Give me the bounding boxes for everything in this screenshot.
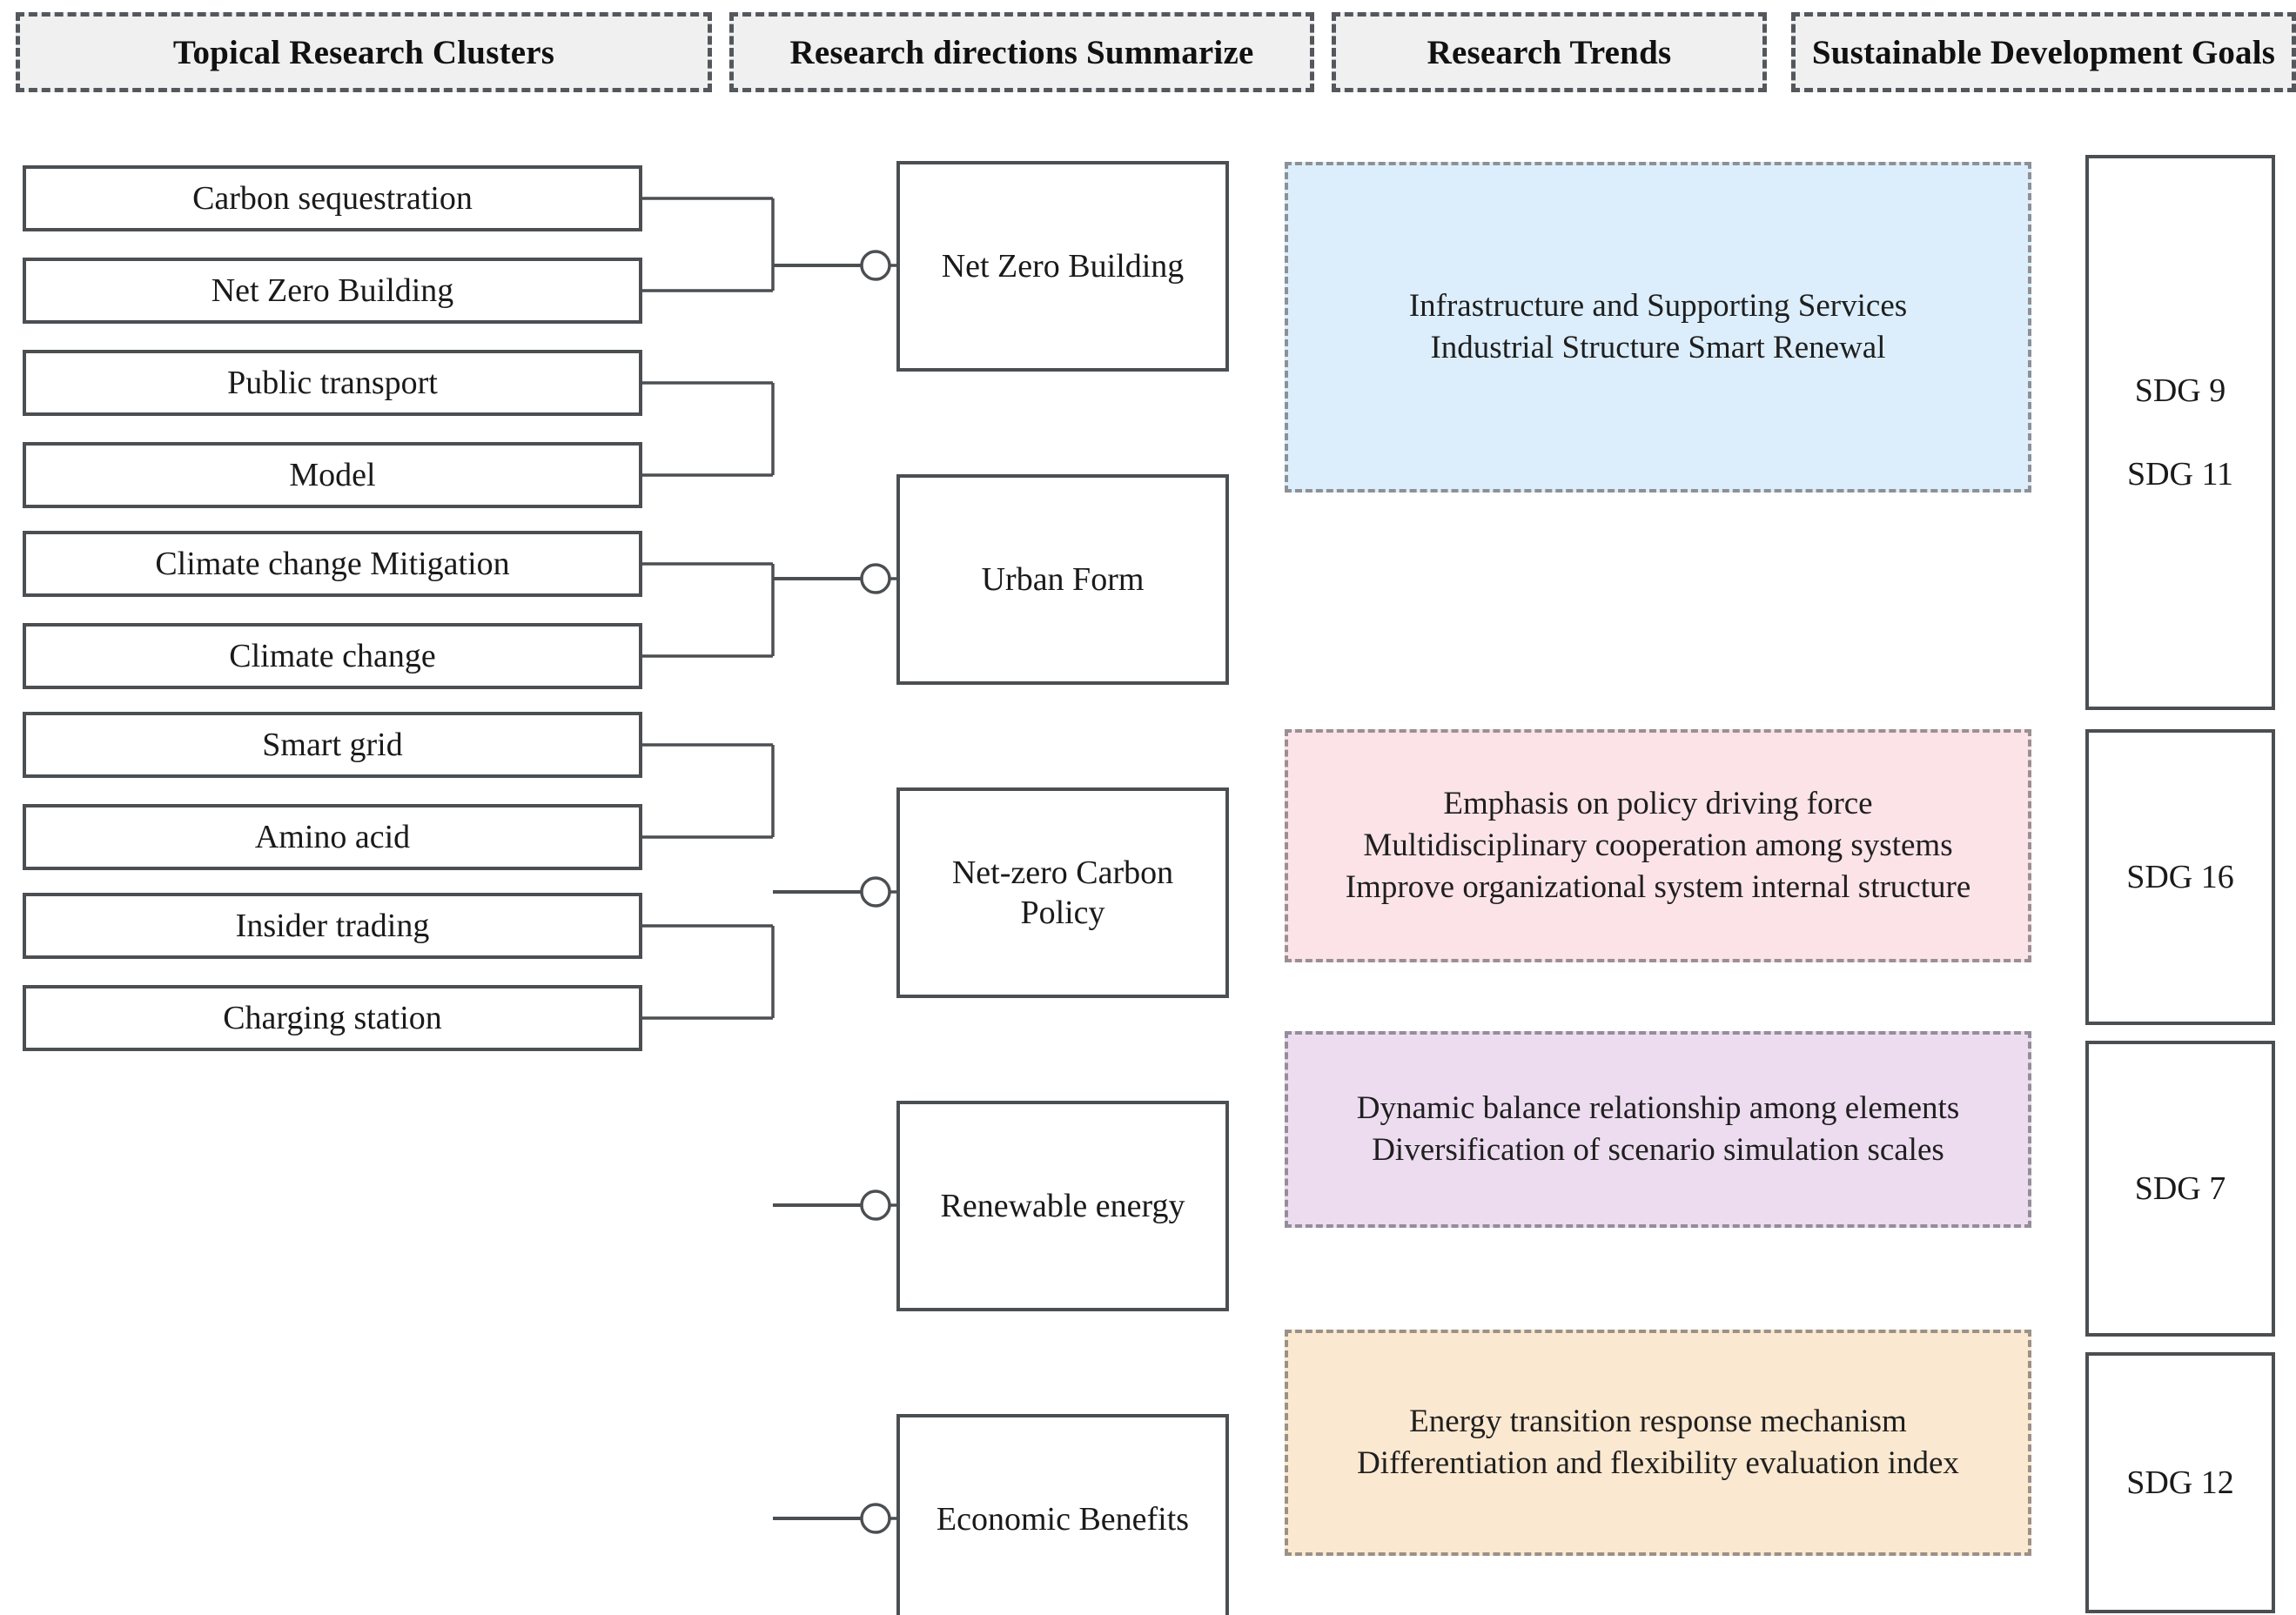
cluster-box[interactable]: Smart grid xyxy=(23,712,642,778)
cluster-box[interactable]: Charging station xyxy=(23,985,642,1051)
sdg-box[interactable]: SDG 16 xyxy=(2085,729,2275,1025)
trend-box[interactable]: Dynamic balance relationship among eleme… xyxy=(1285,1031,2031,1228)
trend-box[interactable]: Infrastructure and Supporting Services I… xyxy=(1285,162,2031,493)
cluster-label: Public transport xyxy=(227,365,438,401)
direction-label: Net-zero Carbon Policy xyxy=(951,854,1174,931)
column-header-label: Topical Research Clusters xyxy=(172,33,555,71)
cluster-label: Climate change xyxy=(229,638,436,674)
sdg-box[interactable]: SDG 12 xyxy=(2085,1352,2275,1613)
direction-box[interactable]: Net-zero Carbon Policy xyxy=(896,787,1229,998)
direction-label: Urban Form xyxy=(981,560,1145,598)
sdg-label: SDG 7 xyxy=(2134,1170,2226,1207)
trend-text: Emphasis on policy driving force Multidi… xyxy=(1345,785,1971,906)
column-header-research-trends: Research Trends xyxy=(1332,12,1767,92)
trend-text: Dynamic balance relationship among eleme… xyxy=(1356,1089,1960,1168)
cluster-box[interactable]: Climate change xyxy=(23,623,642,689)
column-header-topical-research-clusters: Topical Research Clusters xyxy=(16,12,712,92)
cluster-label: Climate change Mitigation xyxy=(155,546,510,582)
direction-box[interactable]: Economic Benefits xyxy=(896,1414,1229,1615)
column-header-label: Sustainable Development Goals xyxy=(1811,33,2276,71)
cluster-label: Charging station xyxy=(223,1000,442,1036)
cluster-box[interactable]: Climate change Mitigation xyxy=(23,531,642,597)
cluster-box[interactable]: Amino acid xyxy=(23,804,642,870)
direction-box[interactable]: Net Zero Building xyxy=(896,161,1229,372)
direction-box[interactable]: Renewable energy xyxy=(896,1101,1229,1311)
direction-label: Economic Benefits xyxy=(936,1500,1190,1538)
sdg-label: SDG 11 xyxy=(2126,456,2234,493)
sdg-label: SDG 12 xyxy=(2126,1464,2234,1501)
cluster-box[interactable]: Carbon sequestration xyxy=(23,165,642,231)
trend-box[interactable]: Emphasis on policy driving force Multidi… xyxy=(1285,729,2031,962)
trend-text: Energy transition response mechanism Dif… xyxy=(1357,1403,1959,1481)
trend-text: Infrastructure and Supporting Services I… xyxy=(1408,287,1908,365)
sdg-label: SDG 9 xyxy=(2134,372,2226,409)
column-header-label: Research Trends xyxy=(1427,33,1672,71)
sdg-box[interactable]: SDG 7 xyxy=(2085,1041,2275,1337)
cluster-label: Insider trading xyxy=(235,908,430,944)
column-header-research-directions-summarize: Research directions Summarize xyxy=(729,12,1314,92)
column-header-label: Research directions Summarize xyxy=(789,33,1254,71)
direction-label: Renewable energy xyxy=(940,1187,1185,1224)
direction-box[interactable]: Urban Form xyxy=(896,474,1229,685)
cluster-label: Smart grid xyxy=(262,727,403,763)
cluster-label: Carbon sequestration xyxy=(192,180,473,217)
column-header-sustainable-development-goals: Sustainable Development Goals xyxy=(1791,12,2296,92)
sdg-label: SDG 16 xyxy=(2126,859,2234,895)
cluster-label: Amino acid xyxy=(254,819,411,855)
cluster-label: Net Zero Building xyxy=(211,272,454,309)
cluster-label: Model xyxy=(289,457,376,493)
sdg-box[interactable]: SDG 9 SDG 11 xyxy=(2085,155,2275,710)
cluster-box[interactable]: Model xyxy=(23,442,642,508)
cluster-box[interactable]: Public transport xyxy=(23,350,642,416)
trend-box[interactable]: Energy transition response mechanism Dif… xyxy=(1285,1330,2031,1556)
direction-label: Net Zero Building xyxy=(941,247,1185,285)
cluster-box[interactable]: Net Zero Building xyxy=(23,258,642,324)
cluster-box[interactable]: Insider trading xyxy=(23,893,642,959)
